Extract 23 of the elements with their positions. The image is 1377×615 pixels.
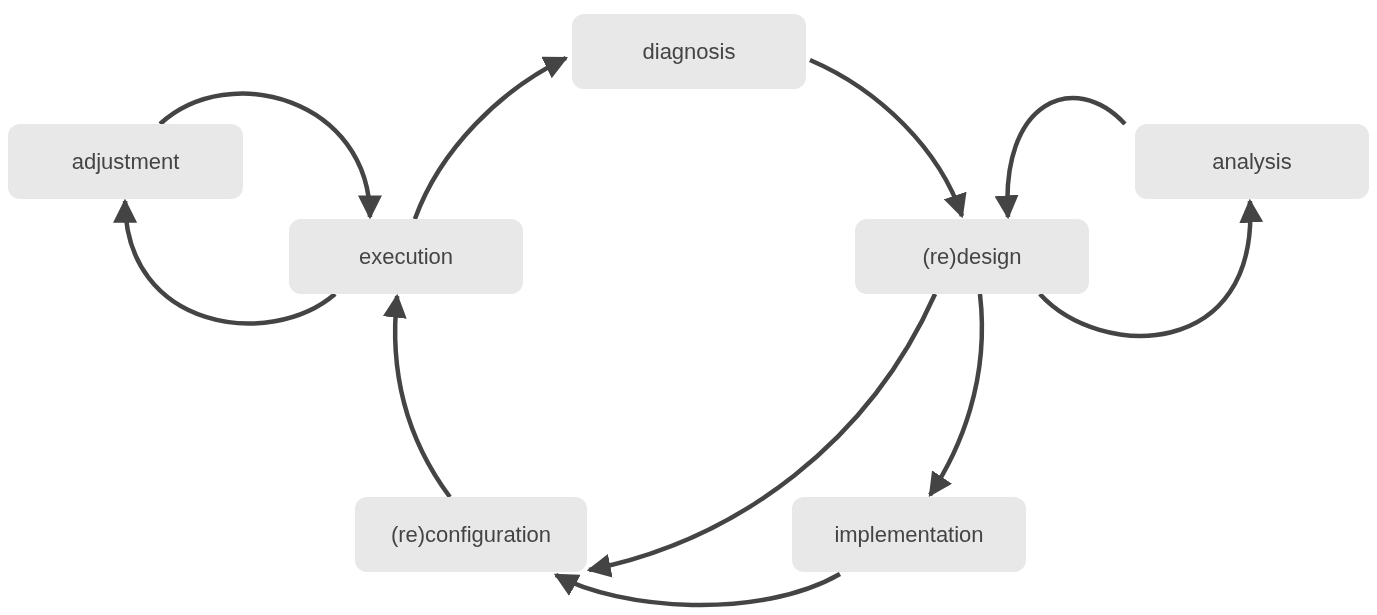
box-label: implementation	[834, 521, 984, 548]
box-label: execution	[358, 243, 454, 270]
process-box	[8, 124, 243, 199]
box-label: adjustment	[71, 148, 180, 175]
process-box	[289, 219, 523, 294]
process-box	[355, 497, 587, 572]
process-box	[792, 497, 1026, 572]
box-label: (re)design	[922, 243, 1022, 270]
arrow	[553, 572, 841, 608]
arrow	[995, 95, 1127, 220]
arrow	[158, 91, 380, 220]
arrow	[412, 56, 569, 220]
arrow	[1038, 198, 1262, 338]
process-box	[855, 219, 1089, 294]
arrow	[809, 57, 966, 219]
process-box	[1135, 124, 1369, 199]
arrow	[586, 293, 938, 577]
arrow	[383, 293, 452, 499]
arrow	[115, 198, 337, 326]
arrow	[928, 293, 985, 497]
box-label: analysis	[1212, 148, 1292, 175]
box-label: (re)configuration	[390, 521, 552, 548]
box-label: diagnosis	[642, 38, 736, 65]
